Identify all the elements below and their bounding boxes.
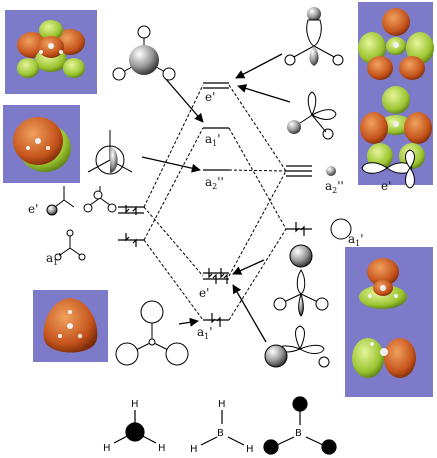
electron-arrow-icon — [178, 317, 199, 327]
isosurface-icon — [358, 8, 434, 80]
label-boron-a1-prime: a1' — [348, 232, 364, 248]
orbital-lobe-icon — [264, 325, 330, 368]
struct-center-h-top: H — [218, 399, 226, 410]
panel-e-prime-left — [5, 10, 97, 94]
label-e-prime-antibonding: e' — [205, 90, 215, 104]
struct-center-h-right: H — [246, 444, 254, 455]
label-a1-prime-antibonding: a1' — [205, 132, 221, 148]
isosurface-icon — [43, 298, 98, 353]
electron-arrow-icon — [235, 53, 283, 79]
structure-ball-left — [113, 410, 157, 444]
panel-a1-prime-right — [345, 247, 433, 397]
electron-arrow-icon — [164, 77, 204, 123]
orbital-lobe-icon — [273, 244, 329, 317]
panel-e-prime-right — [358, 2, 434, 185]
isosurface-icon — [17, 20, 85, 78]
electron-arrow-icon — [237, 84, 291, 103]
isosurface-icon — [359, 258, 407, 309]
struct-center-h-left: H — [190, 444, 198, 455]
isosurface-icon — [13, 117, 71, 172]
left-fragment-levels — [118, 205, 144, 247]
label-fragment-a1-prime: a1' — [46, 251, 62, 267]
orbital-lobe-icon — [112, 25, 176, 81]
orbital-lobe-icon — [115, 300, 189, 366]
panel-a2-dprime-left — [3, 105, 80, 183]
label-boron-a2-dprime: a2'' — [325, 179, 344, 195]
label-e-prime-bonding: e' — [199, 286, 209, 300]
orbital-lobe-icon — [87, 130, 133, 175]
mo-levels — [203, 82, 229, 327]
orbital-lobe-icon — [361, 149, 415, 189]
electron-arrow-icon — [232, 284, 267, 343]
struct-center-b: B — [217, 428, 224, 439]
label-a1-prime-bonding: a1' — [197, 325, 213, 341]
electron-arrow-icon — [141, 156, 201, 173]
label-boron-e-prime: e' — [381, 179, 391, 193]
pointer-arrows — [141, 53, 291, 343]
correlation-lines — [143, 84, 287, 321]
label-a2-dprime: a2'' — [205, 175, 224, 191]
electron-arrow-icon — [232, 259, 265, 275]
structure-ball-right — [263, 396, 337, 455]
boron-levels — [286, 165, 312, 236]
boron-s-small — [326, 166, 336, 176]
label-fragment-e-prime: e' — [28, 202, 38, 216]
panel-a1-prime-left — [33, 290, 108, 362]
structure-lines-center — [200, 410, 245, 446]
struct-right-b: B — [295, 428, 302, 439]
orbital-lobe-icon — [287, 91, 337, 140]
struct-left-h-left: H — [103, 443, 111, 454]
isosurface-icon — [352, 338, 416, 378]
orbital-lobe-icon — [46, 186, 117, 261]
struct-left-h-right: H — [158, 443, 166, 454]
struct-left-h-top: H — [131, 399, 139, 410]
orbital-lobe-icon — [284, 7, 344, 66]
boron-s-orbital — [330, 218, 352, 240]
